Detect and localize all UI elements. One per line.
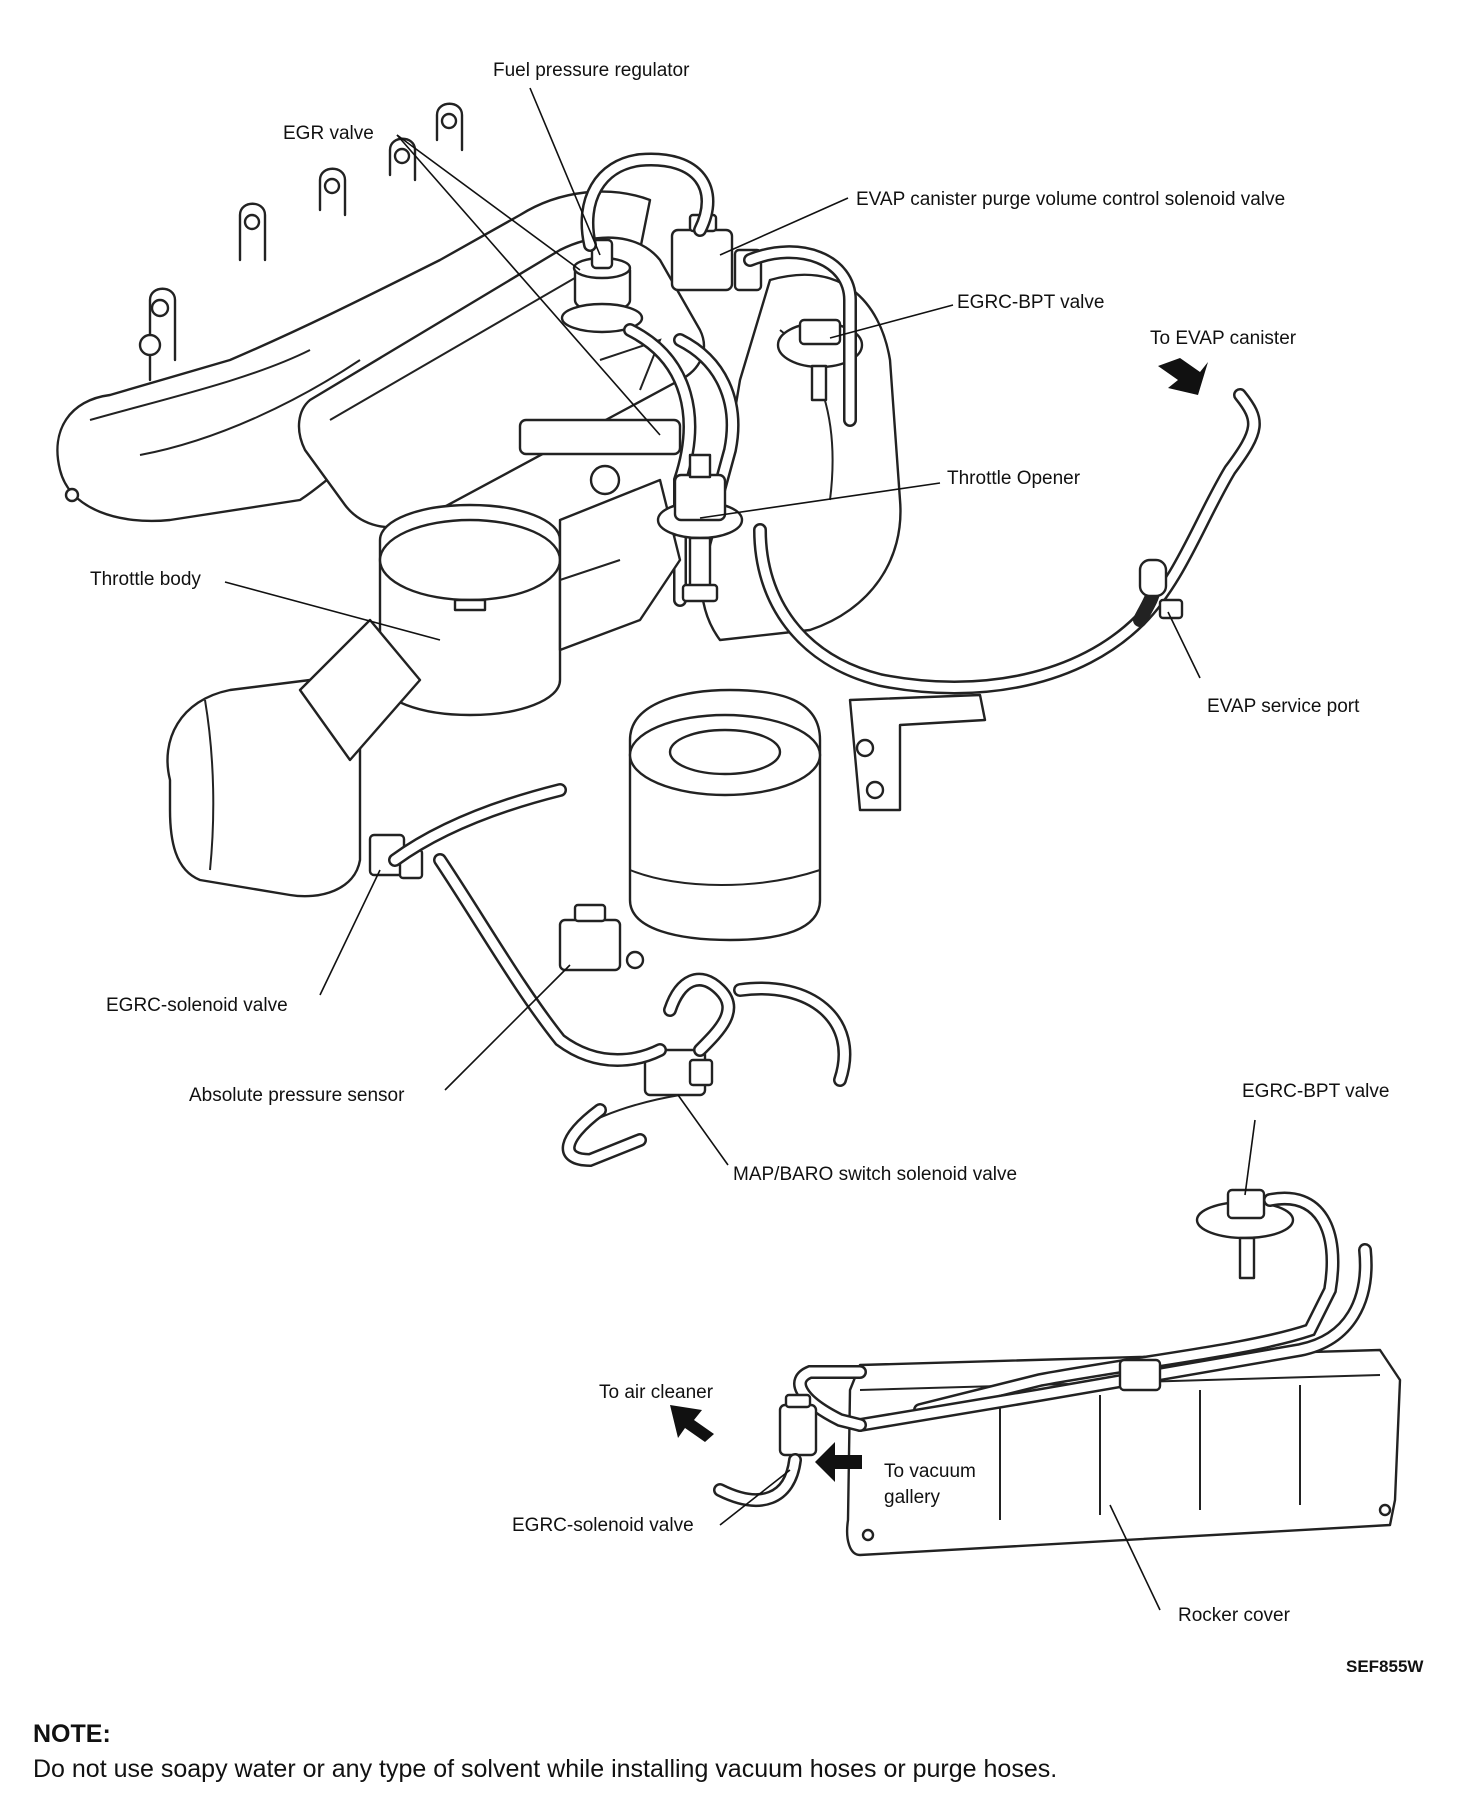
label-throttle-opener: Throttle Opener <box>947 468 1081 489</box>
air-duct <box>166 618 422 898</box>
evap-service-port <box>1138 558 1184 620</box>
throttle-body <box>378 418 682 717</box>
engine-vacuum-hose-diagram: Fuel pressure regulator EGR valve EVAP c… <box>56 60 1424 1676</box>
label-egrc-bpt-valve-bottom: EGRC-BPT valve <box>1242 1081 1389 1102</box>
label-egrc-bpt-valve-top: EGRC-BPT valve <box>957 292 1104 313</box>
note-section: NOTE: Do not use soapy water or any type… <box>33 1720 1453 1784</box>
label-to-air-cleaner: To air cleaner <box>599 1382 714 1403</box>
note-text: Do not use soapy water or any type of so… <box>33 1755 1058 1783</box>
egrc-bpt-valve-bottom <box>1195 1188 1295 1280</box>
label-evap-service-port: EVAP service port <box>1207 696 1360 717</box>
vacuum-hoses-lower <box>388 783 852 1168</box>
rocker-fitting <box>1118 1358 1162 1392</box>
label-evap-purge-solenoid: EVAP canister purge volume control solen… <box>856 189 1285 210</box>
leader-lines <box>224 87 1256 1611</box>
absolute-pressure-sensor <box>558 903 645 972</box>
label-map-baro-switch: MAP/BARO switch solenoid valve <box>733 1164 1017 1185</box>
mounting-bracket <box>848 693 987 812</box>
to-evap-canister-arrow <box>1158 358 1208 395</box>
label-fuel-pressure-regulator: Fuel pressure regulator <box>493 60 690 81</box>
label-egrc-solenoid-valve-top: EGRC-solenoid valve <box>106 995 288 1016</box>
throttle-opener <box>656 453 744 603</box>
label-to-vacuum: To vacuum <box>884 1461 976 1482</box>
evap-purge-solenoid-valve <box>670 213 763 292</box>
label-egr-valve: EGR valve <box>283 123 374 144</box>
label-throttle-body: Throttle body <box>90 569 201 590</box>
rocker-hoses <box>793 1191 1373 1432</box>
to-air-cleaner-arrow <box>670 1405 714 1442</box>
fuel-pressure-regulator <box>560 238 644 334</box>
egrc-solenoid-valve-bottom <box>713 1393 818 1507</box>
label-egrc-solenoid-valve-bottom: EGRC-solenoid valve <box>512 1515 694 1536</box>
air-cleaner-housing <box>628 688 822 942</box>
label-gallery: gallery <box>884 1487 940 1508</box>
to-vacuum-gallery-arrow <box>815 1442 862 1482</box>
note-title: NOTE: <box>33 1720 111 1748</box>
label-rocker-cover: Rocker cover <box>1178 1605 1291 1626</box>
label-absolute-pressure-sensor: Absolute pressure sensor <box>189 1085 405 1106</box>
label-to-evap-canister: To EVAP canister <box>1150 328 1297 349</box>
figure-code: SEF855W <box>1346 1657 1424 1676</box>
intake-manifold <box>56 102 652 523</box>
